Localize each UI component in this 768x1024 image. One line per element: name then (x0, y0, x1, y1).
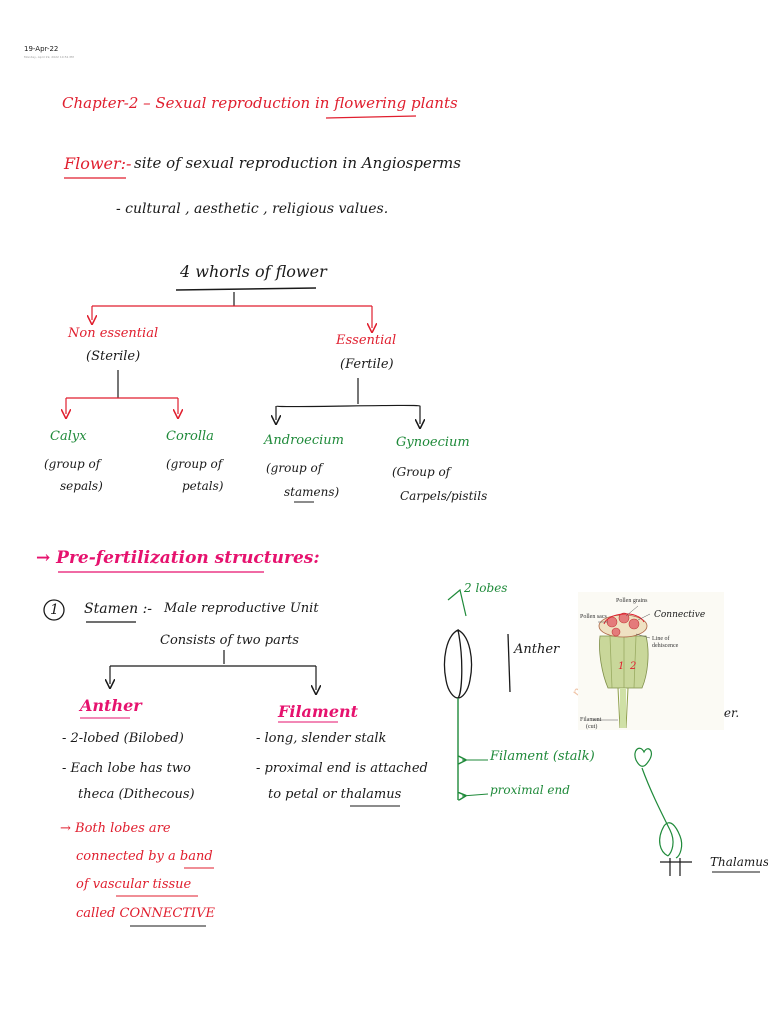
corolla-label: Corolla (166, 429, 214, 444)
gynoecium-desc-2: Carpels/pistils (400, 489, 488, 503)
anther-ts-illustration (578, 592, 724, 730)
androecium-desc-2: stamens) (284, 485, 340, 499)
anther-point-2: - Each lobe has two (62, 761, 191, 776)
stamen-number: 1 (50, 602, 59, 618)
chapter-title: Chapter-2 – Sexual reproduction in flowe… (62, 94, 458, 112)
connective-line-1: → Both lobes are (60, 821, 171, 836)
filament-point-1: - long, slender stalk (256, 731, 387, 746)
connective-line-2: connected by a band (76, 849, 213, 864)
non-essential-label: Non essential (68, 326, 159, 341)
figure-filament: Filament (580, 717, 602, 723)
anther-point-1: - 2-lobed (Bilobed) (62, 731, 184, 746)
filament-point-2: - proximal end is attached (256, 761, 428, 776)
whorls-heading: 4 whorls of flower (180, 262, 327, 281)
thalamus-label: Thalamus (710, 855, 768, 869)
androecium-desc-1: (group of (266, 461, 323, 475)
calyx-desc-2: sepals) (60, 479, 103, 493)
stamen-desc-1: Male reproductive Unit (164, 601, 319, 616)
figure-line-of: Line of (652, 636, 670, 642)
stamen-number-circle (43, 599, 65, 621)
filament-point-3: to petal or thalamus (268, 787, 402, 802)
flower-definition: site of sexual reproduction in Angiosper… (134, 154, 461, 172)
flower-values: - cultural , aesthetic , religious value… (116, 201, 389, 217)
gynoecium-desc-1: (Group of (392, 465, 451, 479)
stamen-label: Stamen :- (84, 601, 153, 617)
figure-num-2: 2 (630, 661, 637, 672)
flower-term: Flower:- (64, 154, 132, 173)
figure-dehiscence: dehiscence (652, 643, 679, 649)
anther-heading: Anther (80, 696, 142, 715)
figure-cut: (cut) (586, 724, 598, 730)
pistil-sketch (634, 747, 692, 876)
figure-num-1: 1 (618, 661, 625, 672)
sketch-lobes-label: 2 lobes (464, 581, 508, 595)
non-essential-sub: (Sterile) (86, 349, 141, 364)
calyx-desc-1: (group of (44, 457, 101, 471)
sketch-anther-label: Anther (514, 642, 560, 657)
stamen-sketch (443, 588, 511, 800)
anther-ts-figure: Pollen grains Connective Pollen sacs Lin… (578, 592, 724, 730)
title-underline (325, 115, 417, 119)
connective-line-3: of vascular tissue (76, 877, 192, 892)
fertile-bar (275, 404, 421, 408)
connective-line-4: called CONNECTIVE (76, 906, 215, 921)
sketch-proximal-label: proximal end (490, 783, 570, 797)
corolla-desc-1: (group of (166, 457, 223, 471)
figure-pollen-grains: Pollen grains (616, 598, 648, 604)
prefertilization-heading: → Pre-fertilization structures: (36, 548, 320, 568)
whorls-underline (175, 287, 317, 291)
essential-label: Essential (336, 333, 397, 348)
sketch-filament-label: Filament (stalk) (490, 749, 595, 764)
calyx-label: Calyx (50, 429, 87, 444)
page-date: 19-Apr-22 (24, 45, 59, 53)
stamen-desc-2: Consists of two parts (160, 633, 299, 648)
filament-heading: Filament (278, 702, 359, 721)
gynoecium-label: Gynoecium (396, 435, 470, 450)
page-meta: Monday, April 19, 2022 10:51 PM (24, 55, 74, 59)
androecium-label: Androecium (264, 433, 344, 448)
corolla-desc-2: petals) (182, 479, 224, 493)
essential-sub: (Fertile) (340, 357, 394, 372)
figure-connective: Connective (654, 610, 706, 620)
anther-point-3: theca (Dithecous) (78, 787, 195, 802)
figure-pollen-sacs: Pollen sacs (580, 614, 607, 620)
